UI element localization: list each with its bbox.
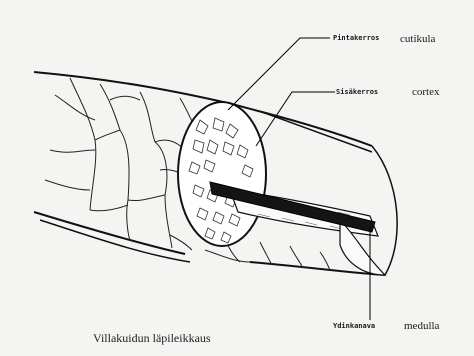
label-sisakerros: Sisäkerros bbox=[336, 88, 378, 96]
label-cortex: cortex bbox=[412, 86, 439, 98]
diagram-caption: Villakuidun läpileikkaus bbox=[93, 331, 211, 346]
label-ydinkanava: Ydinkanava bbox=[333, 322, 375, 330]
cross-section-face bbox=[178, 102, 266, 246]
label-pintakerros: Pintakerros bbox=[333, 34, 379, 42]
label-medulla: medulla bbox=[404, 320, 439, 332]
label-cutikula: cutikula bbox=[400, 33, 435, 45]
